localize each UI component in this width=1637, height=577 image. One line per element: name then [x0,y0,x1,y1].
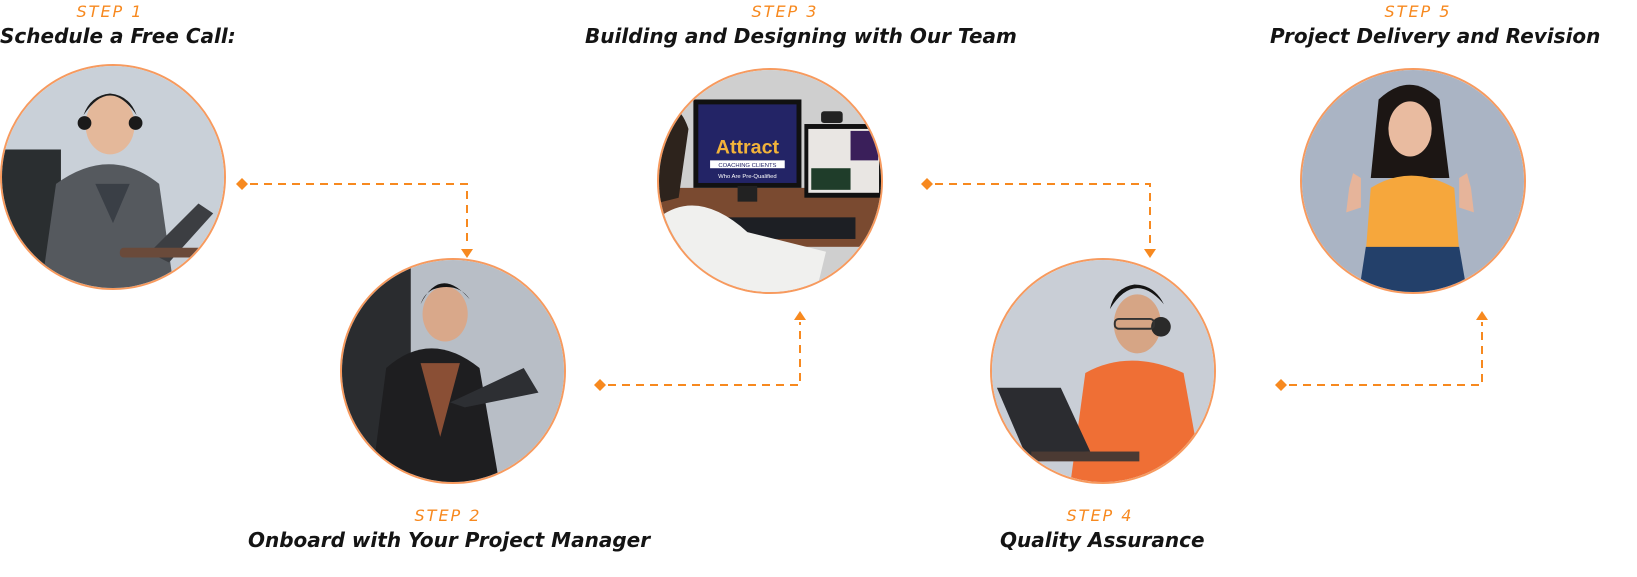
diamond-marker [594,379,606,391]
step-2-label: STEP 3 [751,2,819,21]
man-in-orange-shirt-with-headset-photo [992,260,1214,482]
step-4-photo [990,258,1216,484]
step-5-label: STEP 5 [1384,2,1452,21]
dashed-line [935,183,1151,246]
step-2-label: STEP 2 [414,506,482,525]
monitor-headline: Attract [716,136,780,158]
step-5-photo [1300,68,1526,294]
arrow-down-icon [461,249,473,258]
dashed-line [608,322,801,386]
connector-2-to-3 [594,311,806,391]
step-1-title: Schedule a Free Call: [0,24,236,48]
diamond-marker [236,178,248,190]
step-4-title: Quality Assurance [1000,528,1205,552]
woman-thumbs-up-photo [1302,70,1524,292]
man-with-headset-at-laptop-photo [2,66,224,288]
step-1-label: STEP 1 [76,2,144,21]
step-3-title: Building and Designing with Our Team [585,24,1017,48]
arrow-down-icon [1144,249,1156,258]
connector-3-to-4 [921,178,1156,258]
monitor-subline: COACHING CLIENTS [718,163,776,169]
step-3-photo: Attract COACHING CLIENTS Who Are Pre-Qua… [657,68,883,294]
diamond-marker [1275,379,1287,391]
monitor-tagline: Who Are Pre-Qualified [718,174,776,180]
step-4-label: STEP 4 [1066,506,1134,525]
diamond-marker [921,178,933,190]
connector-4-to-5 [1275,311,1488,391]
step-2-title: Onboard with Your Project Manager [248,528,651,552]
dashed-line [1289,322,1483,386]
arrow-up-icon [794,311,806,320]
step-5-title: Project Delivery and Revision [1270,24,1601,48]
dashed-line [250,183,468,246]
connector-1-to-2 [236,178,473,258]
arrow-up-icon [1476,311,1488,320]
step-1-photo [0,64,226,290]
